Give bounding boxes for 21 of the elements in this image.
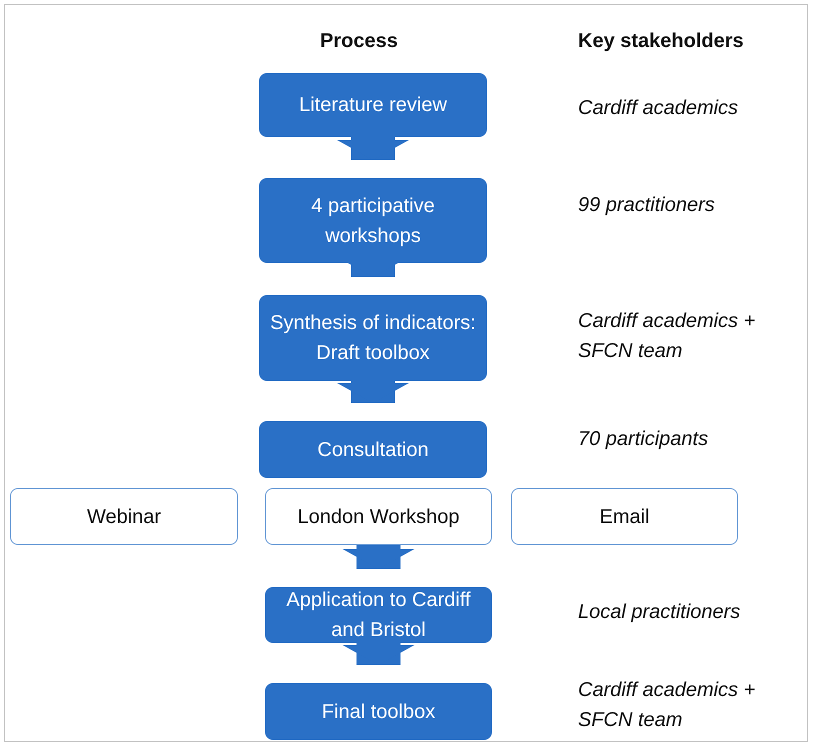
stakeholder-note: 70 participants [578,427,710,452]
process-box: Literature review [259,73,487,137]
channel-box: London Workshop [265,488,492,545]
column-heading: Key stakeholders [578,30,744,53]
block-arrow [337,137,409,160]
channel-box: Webinar [10,488,238,545]
process-box: Application to Cardiff and Bristol [265,587,492,643]
stakeholder-note: 99 practitioners [578,193,716,218]
channel-box: Email [511,488,738,545]
stakeholder-note: Cardiff academics + SFCN team [578,678,756,733]
stakeholder-note: Cardiff academics [578,96,740,121]
process-box: 4 participative workshops [259,178,487,263]
stakeholder-note: Cardiff academics + SFCN team [578,309,756,364]
process-box: Synthesis of indicators: Draft toolbox [259,295,487,381]
column-heading: Process [320,30,398,53]
block-arrow [342,643,414,665]
process-box: Consultation [259,421,487,478]
block-arrow [337,381,409,403]
process-box: Final toolbox [265,683,492,740]
stakeholder-note: Local practitioners [578,600,742,625]
block-arrow [342,545,414,569]
